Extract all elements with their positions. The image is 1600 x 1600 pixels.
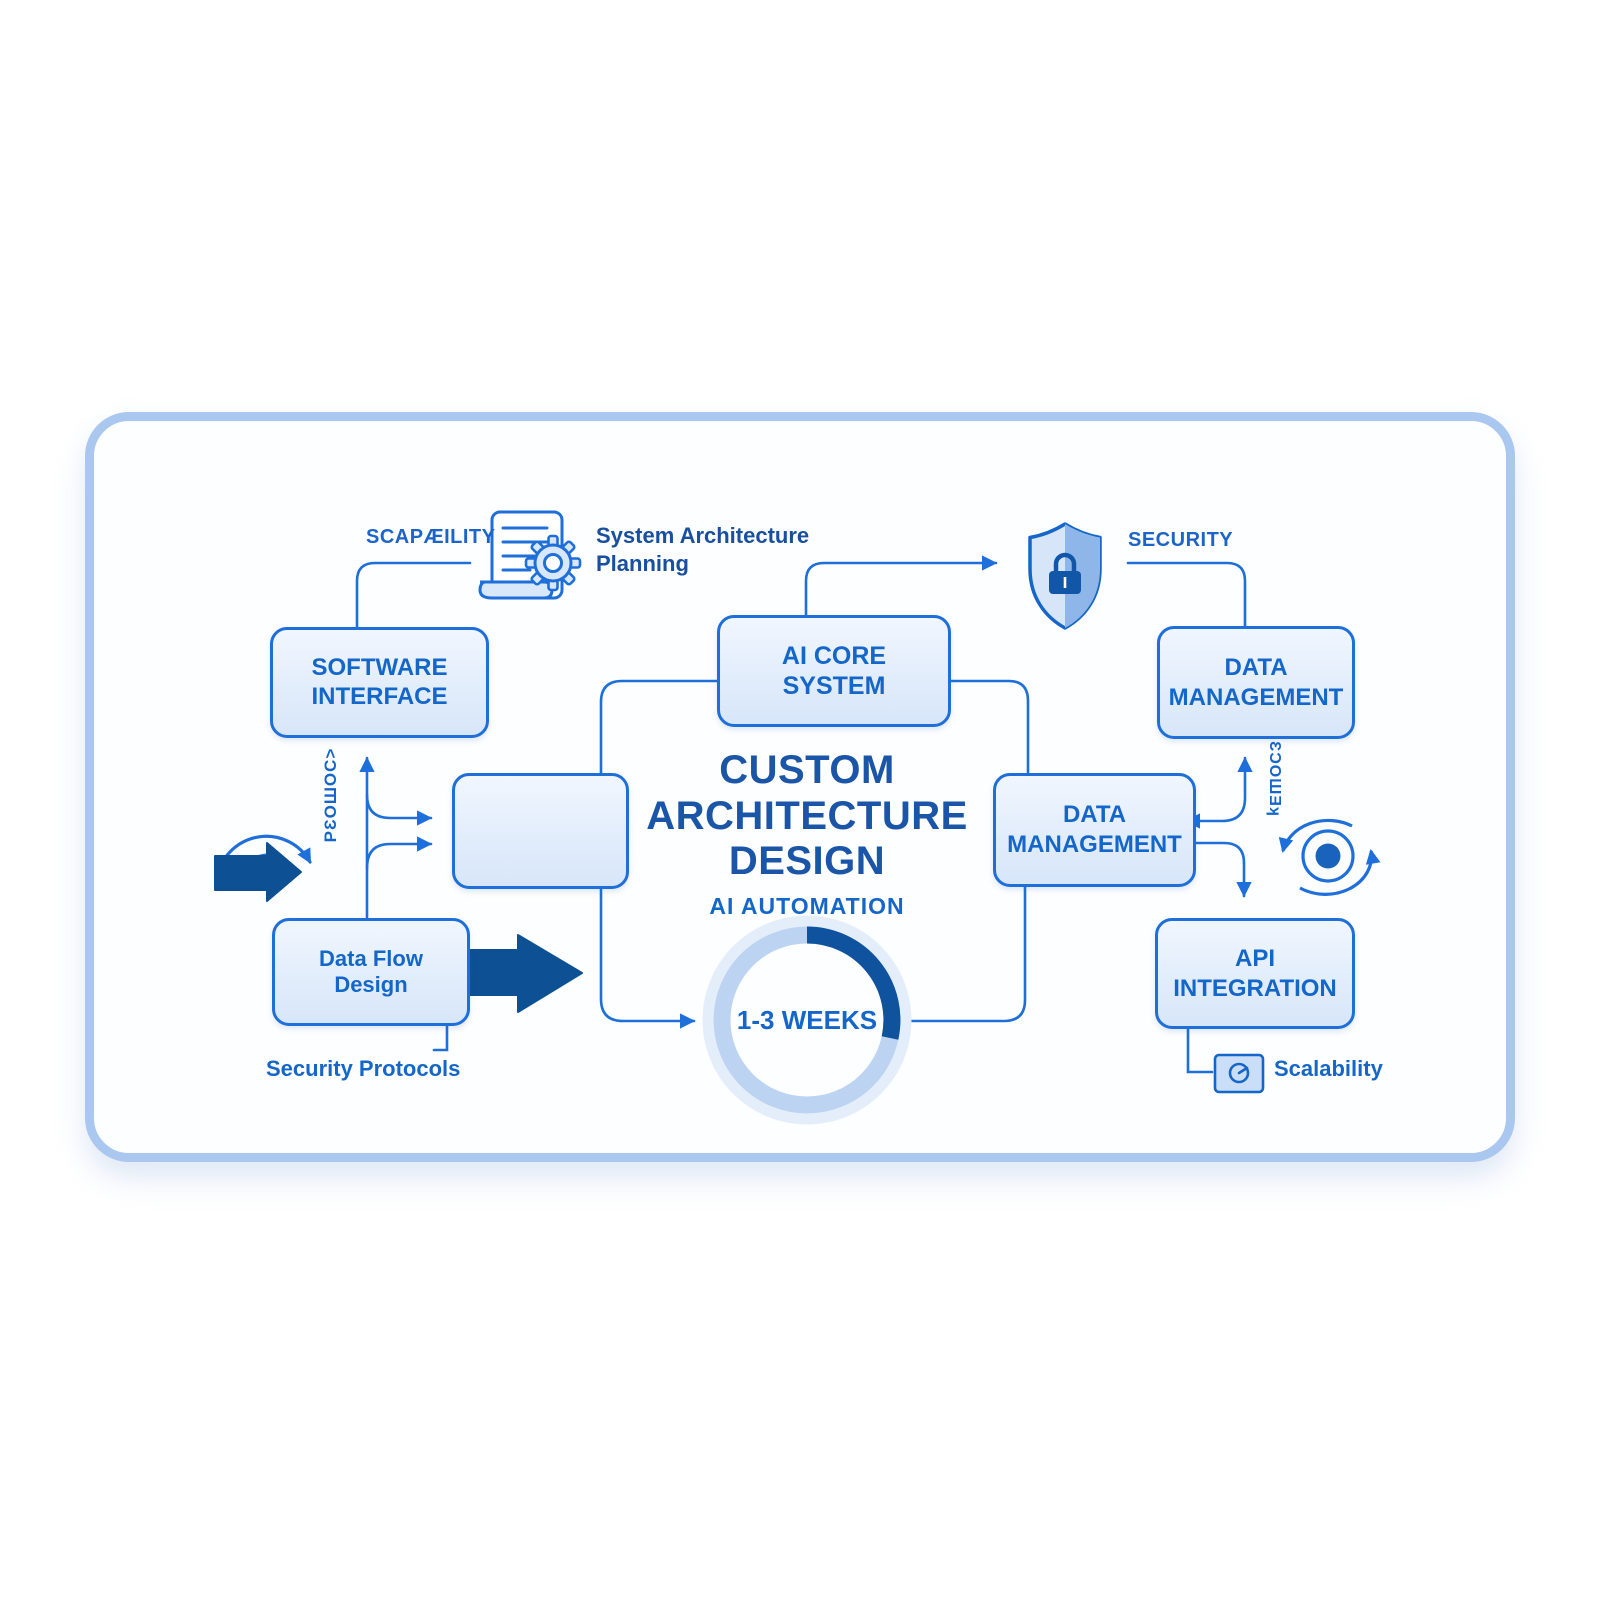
connector-branch-to-database-upper bbox=[365, 793, 433, 826]
vertical-garbled-label-left: PƐOШOC> bbox=[321, 747, 340, 843]
connector-progress-to-datamanagement-mid bbox=[895, 880, 1027, 1023]
title-line-1: CUSTOM bbox=[719, 748, 895, 792]
progress-ring bbox=[702, 915, 912, 1125]
node-data-flow-design: Data Flow Design bbox=[272, 918, 470, 1026]
vertical-garbled-label-right: ƐƆOШƎʞ bbox=[1266, 741, 1283, 817]
node-api-integration: API INTEGRATION bbox=[1155, 918, 1355, 1029]
node-data-management-mid: DATA MANAGEMENT bbox=[993, 773, 1196, 887]
node-database bbox=[452, 773, 629, 889]
connector-datamanagement-bidirectional bbox=[1184, 756, 1253, 829]
scalability-bottom-label: Scalability bbox=[1274, 1056, 1383, 1081]
node-data-management-top: DATA MANAGEMENT bbox=[1157, 626, 1355, 739]
input-arrow-icon bbox=[214, 842, 302, 902]
diagram-title: CUSTOM ARCHITECTURE DESIGN AI AUTOMATION bbox=[627, 748, 987, 920]
scalability-top-label: SCAPÆILITY bbox=[366, 526, 496, 548]
orbit-sync-icon bbox=[1278, 818, 1381, 896]
security-label: SECURITY bbox=[1128, 529, 1234, 551]
security-protocols-label: Security Protocols bbox=[266, 1056, 461, 1081]
connector-aicore-to-datamanagement-mid bbox=[895, 679, 1030, 774]
security-shield-icon bbox=[1028, 522, 1102, 630]
connector-branch-to-database-lower bbox=[365, 836, 433, 870]
scalability-gauge-icon bbox=[1213, 1053, 1265, 1094]
diagram-subtitle: AI AUTOMATION bbox=[709, 892, 905, 919]
connector-aicore-to-shield bbox=[804, 555, 998, 617]
duration-badge: 1-3 WEEKS bbox=[736, 1005, 878, 1035]
connector-security-protocols bbox=[432, 1018, 449, 1052]
system-architecture-planning-label: System Architecture Planning bbox=[596, 523, 810, 576]
diagram-card bbox=[85, 412, 1515, 1162]
node-software-interface: SOFTWARE INTERFACE bbox=[270, 627, 489, 738]
connector-security-to-datamanagement bbox=[1126, 561, 1247, 628]
connector-datamanagement-to-api bbox=[1172, 841, 1252, 898]
document-gear-icon bbox=[478, 510, 582, 600]
title-line-2: ARCHITECTURE bbox=[646, 793, 968, 838]
connector-scalability bbox=[1186, 1021, 1214, 1074]
node-ai-core-system: AI CORE SYSTEM bbox=[717, 615, 951, 727]
title-line-3: DESIGN bbox=[728, 839, 886, 884]
connector-software-to-planning bbox=[355, 561, 472, 629]
